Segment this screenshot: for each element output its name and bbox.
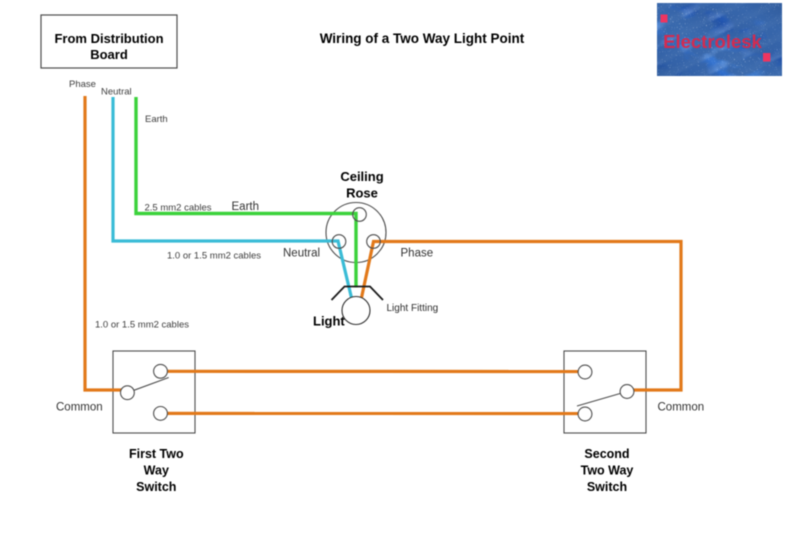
first-switch-bottom-terminal <box>153 405 168 421</box>
neutral-wire <box>111 97 354 301</box>
second-switch-lever <box>576 390 628 407</box>
second-switch-bottom-terminal <box>577 406 593 422</box>
light-fitting-label: Light Fitting <box>387 303 439 314</box>
second-switch-caption-line3: Switch <box>587 480 627 494</box>
rose-earth-terminal <box>352 207 367 222</box>
earth-cable-size-label: 2.5 mm2 cables <box>145 203 212 214</box>
light-bulb-circle <box>341 295 371 326</box>
page-title: Wiring of a Two Way Light Point <box>320 31 525 46</box>
neutral-cable-size-label: 1.0 or 1.5 mm2 cables <box>167 251 261 262</box>
first-switch-caption-line2: Way <box>144 464 169 478</box>
second-switch-caption-line2: Two Way <box>581 464 634 478</box>
light-label: Light <box>313 314 345 329</box>
ceiling-rose-label-line2: Rose <box>346 186 378 201</box>
first-switch-caption-line3: Switch <box>136 480 176 494</box>
second-switch-common-terminal <box>619 384 635 399</box>
ceiling-rose-label-line1: Ceiling <box>340 169 383 184</box>
distribution-board-label-line2: Board <box>90 47 128 62</box>
logo-red-square-bottom <box>763 53 771 62</box>
distribution-board-box <box>40 14 178 69</box>
feed-earth-label: Earth <box>145 114 168 125</box>
second-switch-top-terminal <box>577 364 593 380</box>
first-switch-common-terminal <box>119 385 135 401</box>
logo-red-square-top <box>660 14 668 23</box>
distribution-board-label-line1: From Distribution <box>54 31 163 46</box>
rose-neutral-terminal <box>331 234 347 249</box>
first-switch-top-terminal <box>153 363 168 379</box>
earth-wire <box>134 97 358 288</box>
earth-wire-label: Earth <box>232 201 260 213</box>
first-switch-common-label: Common <box>56 402 103 414</box>
switched-phase-wire <box>359 239 683 392</box>
phase-feed-wire <box>83 96 127 392</box>
neutral-wire-label: Neutral <box>283 248 320 260</box>
feed-neutral-label: Neutral <box>101 87 132 98</box>
second-switch-caption-line1: Second <box>584 447 629 461</box>
rose-phase-terminal <box>366 234 381 249</box>
logo-text: Electrolesk <box>663 31 762 52</box>
feed-phase-label: Phase <box>69 79 96 90</box>
logo-texture-speckle <box>657 3 782 76</box>
light-fitting-shape <box>330 285 384 301</box>
first-switch-caption-line1: First Two <box>129 447 184 461</box>
second-switch-common-label: Common <box>658 402 705 414</box>
phase-wire-label: Phase <box>401 248 434 260</box>
logo: Electrolesk <box>657 3 782 76</box>
switch-cable-size-label: 1.0 or 1.5 mm2 cables <box>95 320 189 331</box>
